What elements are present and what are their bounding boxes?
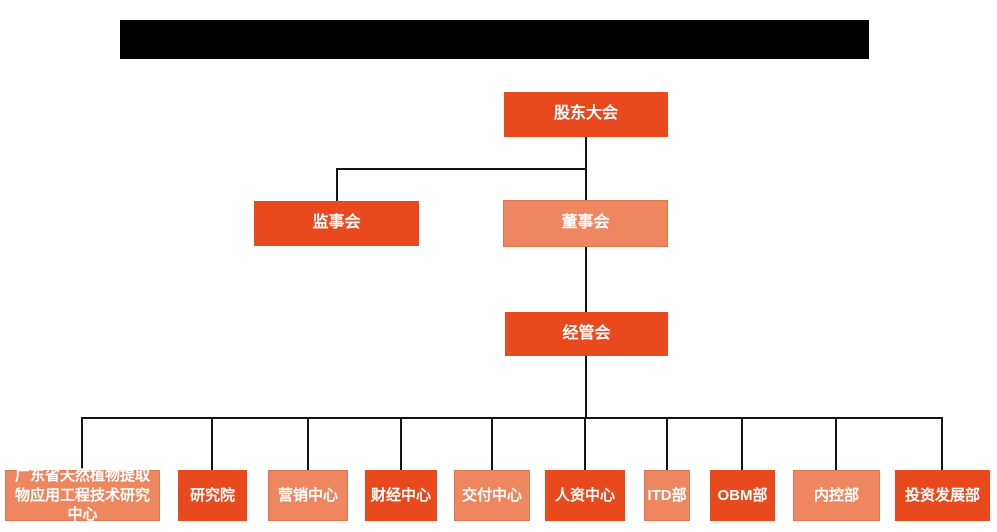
org-node-shareholders: 股东大会 <box>504 92 668 137</box>
org-node-hr-center: 人资中心 <box>545 470 625 521</box>
org-node-obm-department: OBM部 <box>710 470 775 521</box>
connector-drop-finance <box>400 417 402 470</box>
connector-drop-internal-control <box>835 417 837 470</box>
org-node-delivery-center: 交付中心 <box>454 470 530 521</box>
org-node-management-committee: 经管会 <box>505 312 668 356</box>
org-node-itd-department: ITD部 <box>644 470 690 521</box>
org-node-internal-control-department: 内控部 <box>793 470 880 521</box>
org-node-board-of-directors: 董事会 <box>503 200 668 247</box>
redacted-title-bar <box>120 20 869 59</box>
connector-drop-delivery <box>491 417 493 470</box>
org-node-research-center: 广东省天然植物提取物应用工程技术研究中心 <box>5 467 160 523</box>
connector-bottom-bus <box>81 417 943 419</box>
connector-drop-research-institute <box>211 417 213 470</box>
connector-drop-investment <box>941 417 943 470</box>
connector-management-bus <box>585 356 587 417</box>
org-node-finance-center: 财经中心 <box>365 470 437 521</box>
org-node-marketing-center: 营销中心 <box>268 470 348 521</box>
connector-level2-branch <box>336 168 587 170</box>
connector-drop-hr <box>584 417 586 470</box>
connector-board-management <box>585 247 587 312</box>
connector-drop-itd <box>666 417 668 470</box>
connector-drop-obm <box>741 417 743 470</box>
org-node-supervisory-board: 监事会 <box>254 201 419 246</box>
org-node-investment-development-department: 投资发展部 <box>895 470 990 521</box>
connector-supervisory-down <box>336 168 338 201</box>
connector-drop-marketing <box>307 417 309 470</box>
connector-drop-research-center <box>81 417 83 470</box>
org-node-research-institute: 研究院 <box>178 470 247 521</box>
